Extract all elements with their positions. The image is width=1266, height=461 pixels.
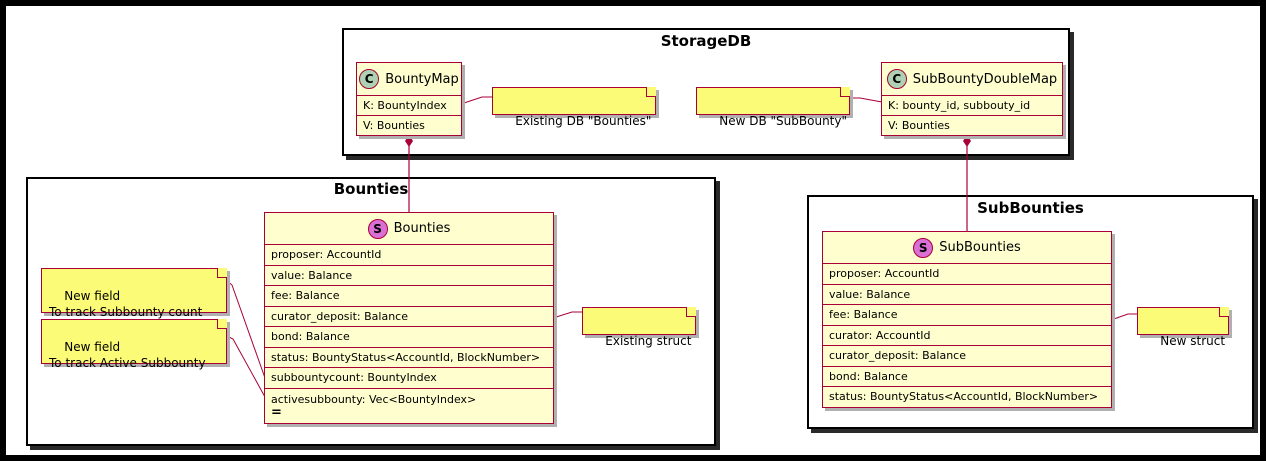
- struct-field: curator_deposit: Balance: [265, 307, 553, 327]
- note-fold-icon: [217, 268, 227, 278]
- note-link: [460, 96, 492, 105]
- note-new-db: New DB "SubBounty": [696, 87, 850, 128]
- class-badge-icon: C: [886, 69, 907, 89]
- note-existing-struct: Existing struct: [582, 307, 696, 348]
- note-link: [226, 335, 266, 398]
- composition-diamond: [405, 135, 413, 147]
- note-link: [850, 97, 883, 103]
- note-text: Existing DB "Bounties": [515, 114, 652, 128]
- class-field: V: Bounties: [888, 119, 950, 132]
- class-name: Bounties: [393, 221, 451, 236]
- package-title: SubBounties: [977, 199, 1084, 217]
- class-name: SubBountyDoubleMap: [912, 71, 1058, 87]
- class-field: V: Bounties: [363, 119, 425, 132]
- struct-field: value: Balance: [823, 285, 1111, 305]
- trailing-mark: =: [271, 404, 282, 420]
- note-link: [226, 280, 266, 379]
- class-badge-icon: C: [359, 69, 380, 89]
- note-fold-icon: [686, 307, 696, 317]
- struct-badge-icon: S: [913, 237, 934, 258]
- class-field: K: BountyIndex: [357, 96, 461, 116]
- struct-field: curator: AccountId: [823, 326, 1111, 346]
- note-text: New DB "SubBounty": [719, 114, 848, 128]
- struct-field: proposer: AccountId: [265, 245, 553, 266]
- class-name: BountyMap: [385, 71, 459, 87]
- struct-field: fee: Balance: [265, 286, 553, 307]
- note-fold-icon: [217, 319, 227, 329]
- note-new-field-count: New field To track Subbounty count: [41, 268, 227, 319]
- struct-badge-icon: S: [367, 218, 388, 239]
- note-link: [1110, 313, 1137, 321]
- class-bountymap: C BountyMap K: BountyIndex V: Bounties: [356, 62, 462, 136]
- composition-diamond: [963, 135, 971, 147]
- struct-field: bond: Balance: [823, 367, 1111, 387]
- note-text: Existing struct: [605, 334, 692, 348]
- struct-field: fee: Balance: [823, 305, 1111, 326]
- note-text: New field To track Active Subbounty: [49, 340, 206, 370]
- struct-field: subbountycount: BountyIndex: [265, 368, 553, 389]
- struct-field: bond: Balance: [265, 327, 553, 348]
- note-link: [552, 311, 582, 319]
- note-fold-icon: [840, 87, 850, 97]
- note-existing-db: Existing DB "Bounties": [492, 87, 656, 128]
- note-new-field-active: New field To track Active Subbounty: [41, 319, 227, 370]
- class-field: K: bounty_id, subbouty_id: [882, 96, 1062, 116]
- struct-field: value: Balance: [265, 266, 553, 286]
- note-text: New struct: [1160, 334, 1226, 348]
- note-fold-icon: [1219, 307, 1229, 317]
- note-text: New field To track Subbounty count: [49, 289, 203, 319]
- struct-field-last: activesubbounty: Vec<BountyIndex> =: [265, 389, 553, 423]
- struct-field: curator_deposit: Balance: [823, 346, 1111, 367]
- package-title: StorageDB: [660, 32, 752, 50]
- struct-field: status: BountyStatus<AccountId, BlockNum…: [265, 348, 553, 368]
- struct-field: activesubbounty: Vec<BountyIndex>: [271, 392, 477, 406]
- class-subbountydoublemap: C SubBountyDoubleMap K: bounty_id, subbo…: [881, 62, 1063, 136]
- struct-subbounties: S SubBounties proposer: AccountId value:…: [822, 231, 1112, 408]
- package-title: Bounties: [333, 180, 409, 198]
- note-fold-icon: [646, 87, 656, 97]
- note-new-struct: New struct: [1137, 307, 1229, 348]
- struct-field: proposer: AccountId: [823, 264, 1111, 285]
- class-name: SubBounties: [939, 240, 1021, 255]
- struct-field: status: BountyStatus<AccountId, BlockNum…: [829, 390, 1099, 403]
- struct-bounties: S Bounties proposer: AccountId value: Ba…: [264, 212, 554, 424]
